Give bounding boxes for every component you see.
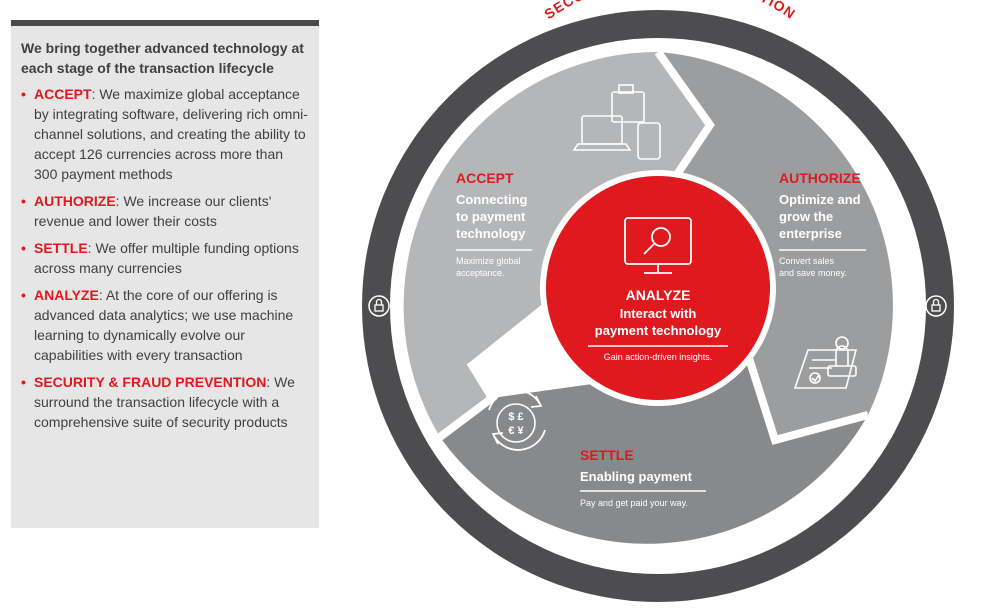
divider-left [437,359,498,441]
description-panel: We bring together advanced technology at… [11,20,319,528]
authorize-note-1: Convert sales [779,256,835,266]
item-keyword: ACCEPT [34,86,92,102]
bullet-icon: • [21,240,26,256]
bullet-icon: • [21,86,26,102]
list-item-analyze: • ANALYZE: At the core of our offering is… [21,285,309,365]
authorize-note-2: and save money. [779,268,847,278]
currency-glyphs-top: $ £ [508,411,523,423]
lock-icon [368,295,390,317]
item-keyword: SECURITY & FRAUD PREVENTION [34,374,267,390]
accept-title: ACCEPT [456,170,514,186]
panel-header-bar [11,20,319,26]
currency-exchange-icon: $ £ € ¥ [488,389,546,451]
list-item-security: • SECURITY & FRAUD PREVENTION: We surroun… [21,372,309,432]
authorize-title: AUTHORIZE [779,170,861,186]
settle-line-1: Enabling payment [580,469,693,484]
accept-line-2: to payment [456,209,526,224]
lock-icon [925,295,947,317]
lifecycle-list: • ACCEPT: We maximize global acceptance b… [21,84,309,432]
currency-glyphs-bottom: € ¥ [508,425,524,437]
item-text: : We maximize global acceptance by integ… [34,86,308,182]
analyze-hub [546,176,770,400]
item-keyword: AUTHORIZE [34,193,116,209]
bullet-icon: • [21,287,26,303]
item-keyword: SETTLE [34,240,88,256]
accept-line-3: technology [456,226,526,241]
lifecycle-diagram: SECURITY & FRAUD PREVENTION Secure payme… [362,0,954,612]
analyze-line-2: payment technology [595,323,722,338]
authorize-line-2: grow the [779,209,833,224]
item-keyword: ANALYZE [34,287,99,303]
monitor-search-icon [624,217,692,274]
bullet-icon: • [21,193,26,209]
authorize-line-1: Optimize and [779,192,861,207]
analyze-title: ANALYZE [626,287,691,303]
divider-right [736,328,870,445]
devices-icon [572,84,661,160]
stamp-icon [793,336,858,389]
authorize-line-3: enterprise [779,226,842,241]
panel-intro: We bring together advanced technology at… [21,40,304,76]
analyze-note-1: Gain action-driven insights. [604,352,713,362]
bullet-icon: • [21,374,26,390]
settle-note-1: Pay and get paid your way. [580,498,688,508]
accept-line-1: Connecting [456,192,528,207]
analyze-line-1: Interact with [620,306,697,321]
item-text: : We surround the transaction lifecycle … [34,374,295,430]
list-item-authorize: • AUTHORIZE: We increase our clients' rev… [21,191,309,231]
item-text: : We increase our clients' revenue and l… [34,193,272,229]
list-item-settle: • SETTLE: We offer multiple funding optio… [21,238,309,278]
settle-title: SETTLE [580,447,634,463]
list-item-accept: • ACCEPT: We maximize global acceptance b… [21,84,309,184]
accept-note-1: Maximize global [456,256,521,266]
item-text: : At the core of our offering is advance… [34,287,294,363]
item-text: : We offer multiple funding options acro… [34,240,299,276]
accept-note-2: acceptance. [456,268,505,278]
panel-content: We bring together advanced technology at… [21,38,309,439]
